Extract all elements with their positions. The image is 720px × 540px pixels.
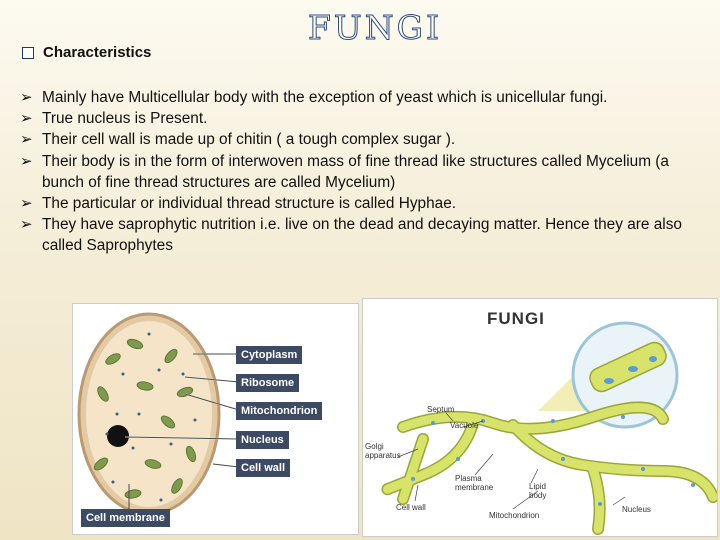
label-cell-wall: Cell wall <box>396 503 426 512</box>
cell-illustration <box>77 312 240 516</box>
label-ribosome: Ribosome <box>236 374 300 392</box>
label-nucleus: Nucleus <box>622 505 651 514</box>
list-item: ➢Their body is in the form of interwoven… <box>20 152 669 191</box>
label-vacuole: Vacuole <box>450 421 479 430</box>
label-plasma-membrane: Plasma membrane <box>455 474 494 492</box>
arrow-bullet-icon: ➢ <box>20 216 33 234</box>
label-mitochondrion: Mitochondrion <box>236 402 323 420</box>
fungi-diagram: FUNGI <box>362 298 718 537</box>
label-lipid-body: Lipid body <box>529 482 547 500</box>
list-item: ➢The particular or individual thread str… <box>20 193 690 214</box>
hyphae-illustration <box>381 321 717 535</box>
list-item: ➢Mainly have Multicellular body with the… <box>20 87 690 108</box>
checkbox-bullet-icon <box>22 46 34 59</box>
characteristics-list: ➢Mainly have Multicellular body with the… <box>20 87 690 257</box>
arrow-bullet-icon: ➢ <box>20 131 33 149</box>
list-item: ➢They have saprophytic nutrition i.e. li… <box>20 216 682 255</box>
fungi-diagram-title: FUNGI <box>487 309 545 328</box>
section-heading: Characteristics <box>22 44 151 61</box>
label-septum: Septum <box>427 405 455 414</box>
list-item: ➢True nucleus is Present. <box>20 108 690 129</box>
label-mitochondrion: Mitochondrion <box>489 511 540 520</box>
label-cytoplasm: Cytoplasm <box>236 346 303 364</box>
label-cell-membrane: Cell membrane <box>81 509 170 527</box>
label-nucleus: Nucleus <box>236 431 289 449</box>
arrow-bullet-icon: ➢ <box>20 110 33 128</box>
list-item: ➢Their cell wall is made up of chitin ( … <box>20 129 690 150</box>
label-cell-wall: Cell wall <box>236 459 291 477</box>
section-label: Characteristics <box>43 44 152 61</box>
arrow-bullet-icon: ➢ <box>20 152 33 170</box>
cell-diagram: Cytoplasm Ribosome Mitochondrion Nucleus… <box>72 303 359 535</box>
label-golgi-apparatus: Golgi apparatus <box>365 442 401 460</box>
page-title: FUNGI <box>308 8 442 48</box>
arrow-bullet-icon: ➢ <box>20 195 33 213</box>
arrow-bullet-icon: ➢ <box>20 89 33 106</box>
